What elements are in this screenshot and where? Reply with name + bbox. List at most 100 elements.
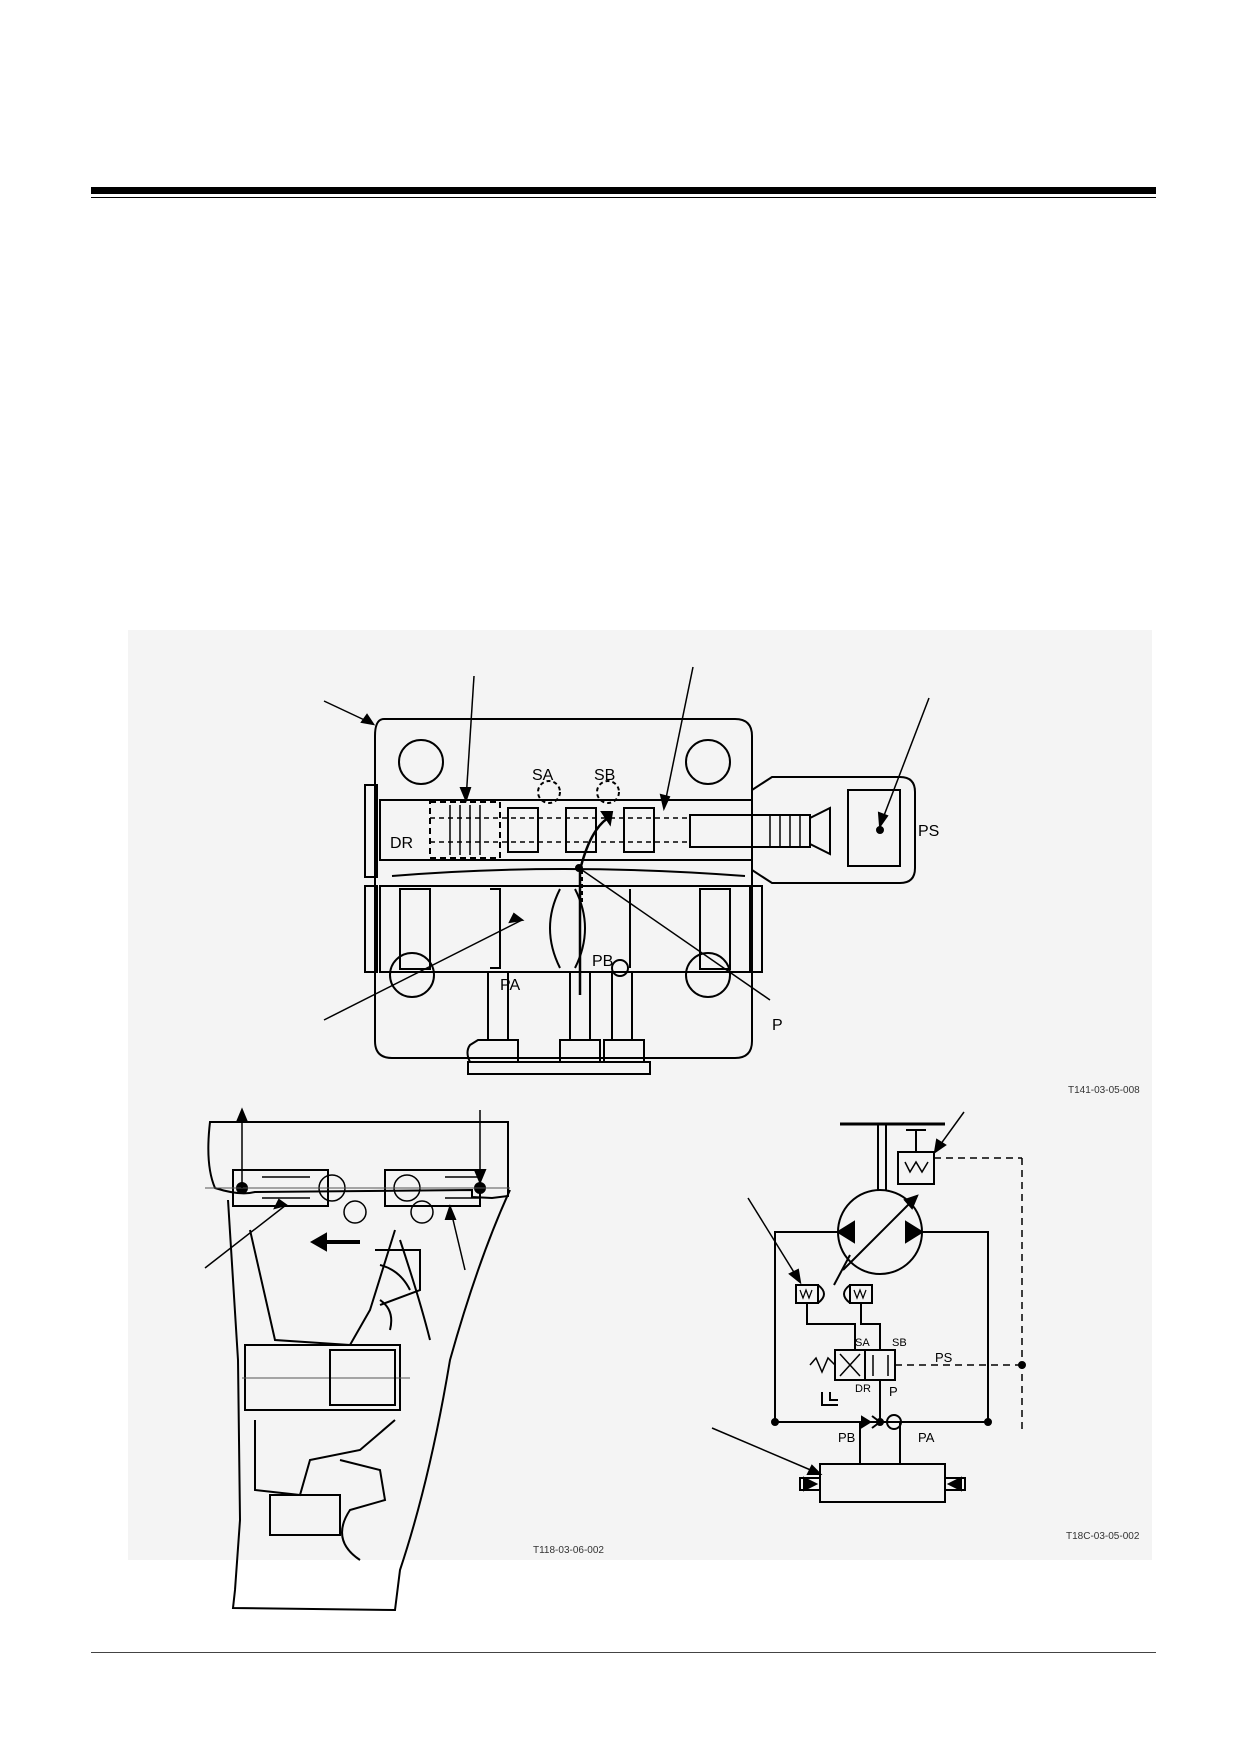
piston-grooves <box>769 815 801 847</box>
label-pa: PA <box>500 977 520 994</box>
junction-left <box>771 1418 779 1426</box>
brake-symbol <box>897 1151 935 1185</box>
lower-spool-left-plug <box>399 888 431 970</box>
label-sb: SB <box>594 767 615 784</box>
schematic-label-ps: PS <box>935 1350 953 1365</box>
leader-ps-piston-arrow <box>877 811 889 829</box>
leader-servo-arrow <box>788 1268 802 1285</box>
right-plug-lower <box>749 885 763 973</box>
selector-arrows <box>872 1355 889 1376</box>
servo-left-piston <box>817 1284 825 1304</box>
shaft-core <box>329 1349 396 1406</box>
valve-body-outline <box>374 718 753 1059</box>
schematic-label-pb: PB <box>838 1430 855 1445</box>
leader-spring <box>465 675 475 801</box>
motor-casing <box>227 1189 511 1612</box>
motor-cutaway <box>204 1107 511 1612</box>
line-pa-right <box>922 1231 989 1422</box>
hydraulic-schematic <box>711 1111 1026 1503</box>
spring-coils <box>449 805 481 855</box>
label-dr: DR <box>390 835 413 852</box>
cylinder-left-tri <box>803 1476 819 1492</box>
line-pb-left <box>774 1231 838 1422</box>
cylinder-symbol <box>819 1463 946 1503</box>
outlet-arrow-head <box>235 1107 249 1123</box>
motor-head-outline <box>207 1121 509 1200</box>
selector-piston <box>689 814 811 848</box>
header-rule-thin <box>91 197 1156 198</box>
mount-hole-bl <box>389 952 435 998</box>
mount-hole-br <box>685 952 731 998</box>
left-plug-lower <box>364 885 378 973</box>
pipe-to-cylinder <box>859 1422 901 1464</box>
upper-bore <box>379 799 753 861</box>
servo-line-sb <box>860 1303 881 1350</box>
selector-spring <box>809 1356 836 1374</box>
housing-curve <box>399 1239 431 1341</box>
bore-separator <box>391 868 746 877</box>
lower-spool-right-plug <box>699 888 731 970</box>
inlet-arrow-head <box>473 1169 487 1185</box>
valve-cross-section <box>323 666 930 1075</box>
head-valve-details <box>262 1174 480 1224</box>
footer-rule <box>91 1652 1156 1653</box>
figure-background <box>128 630 1152 1560</box>
header-rule-thick <box>91 187 1156 194</box>
schematic-label-dr: DR <box>855 1383 871 1395</box>
leader-right-valve-arrow <box>444 1204 457 1220</box>
figure-code-bottom-right: T18C-03-05-002 <box>1066 1531 1140 1542</box>
leader-body-arrow <box>360 713 376 726</box>
lower-flange <box>339 1459 387 1561</box>
p-port-dot <box>575 864 583 872</box>
ps-port-dot <box>876 826 884 834</box>
drain-symbol <box>821 1392 838 1406</box>
lower-bore <box>379 885 753 973</box>
pb-tube-1 <box>569 972 591 1040</box>
mount-hole-tr <box>685 739 731 785</box>
servo-left-spring <box>799 1288 813 1300</box>
pb-port-circle <box>611 959 629 977</box>
figure-code-bottom-left: T118-03-06-002 <box>533 1545 604 1556</box>
ps-junction <box>1018 1361 1026 1369</box>
pb-tube-2 <box>611 972 633 1040</box>
cylinder-left-end <box>799 1477 820 1491</box>
valve-gear-detail <box>379 1264 411 1331</box>
schematic-label-sb: SB <box>892 1337 907 1349</box>
selector-cross <box>839 1353 861 1377</box>
check-arrow <box>861 1415 872 1429</box>
motor-tri-left <box>836 1220 855 1244</box>
sa-port-circle <box>537 780 561 804</box>
cylinder-right-end <box>945 1477 966 1491</box>
brake-spring <box>904 1160 929 1174</box>
figure-code-top: T141-03-05-008 <box>1068 1085 1140 1096</box>
ps-plug <box>847 789 901 867</box>
lower-spool <box>490 888 631 969</box>
selector-housing <box>751 776 916 884</box>
motor-tri-right <box>905 1220 924 1244</box>
servo-line-down <box>806 1303 856 1350</box>
schematic-label-pa: PA <box>918 1430 935 1445</box>
leader-cylinder-arrow <box>806 1464 823 1475</box>
leader-servo <box>747 1197 801 1283</box>
spool-land-1 <box>507 807 539 853</box>
cylinder-right-tri <box>946 1476 962 1492</box>
pa-tube <box>487 972 509 1040</box>
leader-spring-arrow <box>459 787 472 803</box>
spring-chamber <box>429 801 501 859</box>
servo-right-spring <box>853 1288 867 1300</box>
mount-hole-tl <box>398 739 444 785</box>
fitting-base <box>467 1061 651 1075</box>
left-plug-upper <box>364 784 378 878</box>
piston-bank <box>375 1249 421 1306</box>
leader-left-valve <box>204 1204 287 1269</box>
motor-variable-arrow-head <box>903 1194 919 1210</box>
leader-lower-spool <box>323 919 523 1021</box>
spool-land-2 <box>565 807 597 853</box>
junction-right <box>984 1418 992 1426</box>
bearing-lower <box>254 1419 396 1497</box>
check-seat <box>871 1415 881 1429</box>
motor-variable-arrow <box>842 1195 918 1271</box>
sb-port-circle <box>596 780 620 804</box>
leader-cylinder <box>711 1427 821 1475</box>
